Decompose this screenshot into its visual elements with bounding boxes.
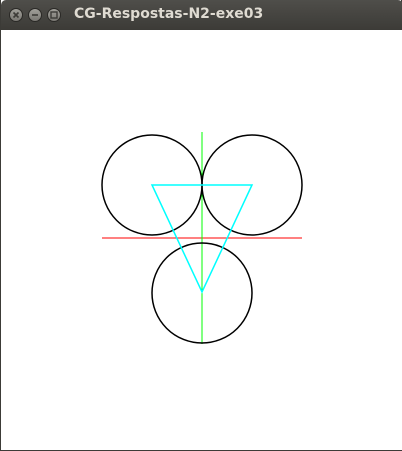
- minimize-button[interactable]: [28, 8, 42, 22]
- triangle: [150, 184, 254, 294]
- title-bar[interactable]: CG-Respostas-N2-exe03: [1, 0, 402, 30]
- circle-bottom: [151, 242, 253, 344]
- maximize-icon: [50, 11, 58, 19]
- drawing-canvas: [2, 30, 402, 450]
- maximize-button[interactable]: [47, 8, 61, 22]
- close-icon: [12, 11, 20, 19]
- window-title: CG-Respostas-N2-exe03: [74, 6, 264, 22]
- minimize-icon: [32, 14, 38, 16]
- close-button[interactable]: [9, 8, 23, 22]
